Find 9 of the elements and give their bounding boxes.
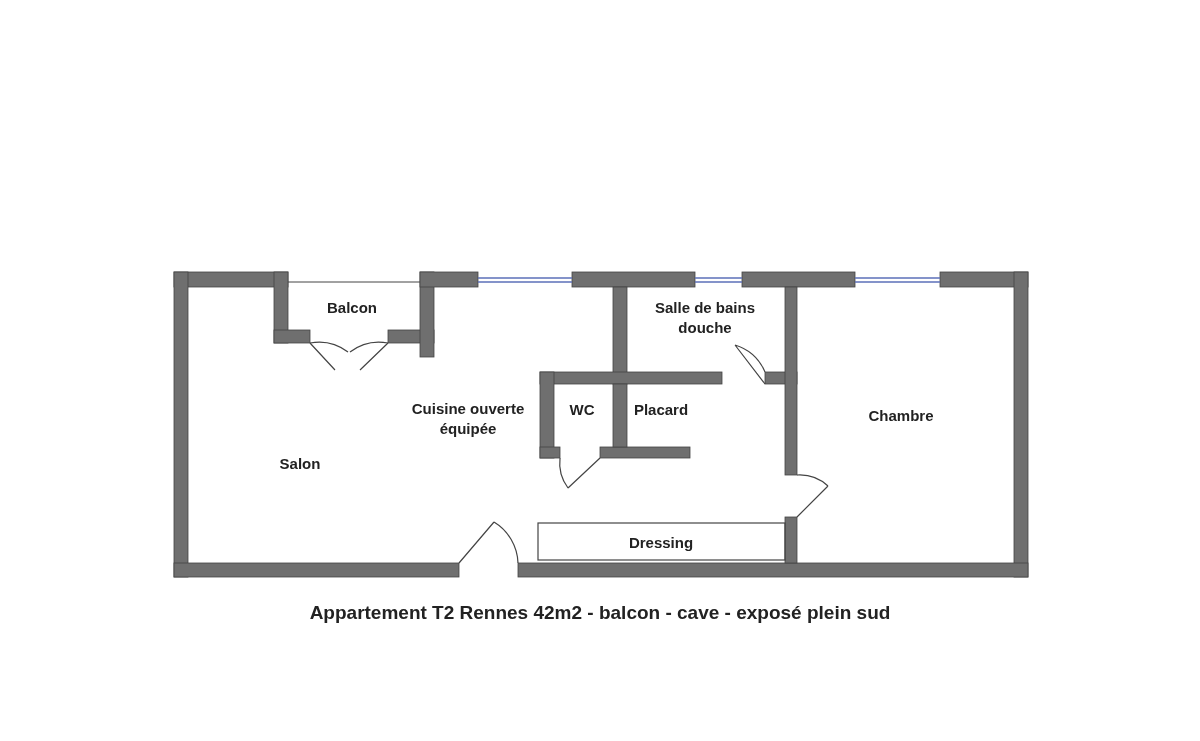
room-label: Balcon	[327, 298, 377, 318]
room-label: Salon	[279, 454, 321, 474]
room-label: Cuisine ouverte équipée	[410, 399, 526, 439]
caption: Appartement T2 Rennes 42m2 - balcon - cave - exposé plein sud	[309, 602, 891, 624]
room-label: WC	[569, 400, 595, 420]
room-label: Chambre	[868, 406, 934, 426]
room-label: Dressing	[628, 533, 694, 553]
room-label: Salle de bains douche	[653, 298, 756, 338]
room-label: Placard	[633, 400, 689, 420]
